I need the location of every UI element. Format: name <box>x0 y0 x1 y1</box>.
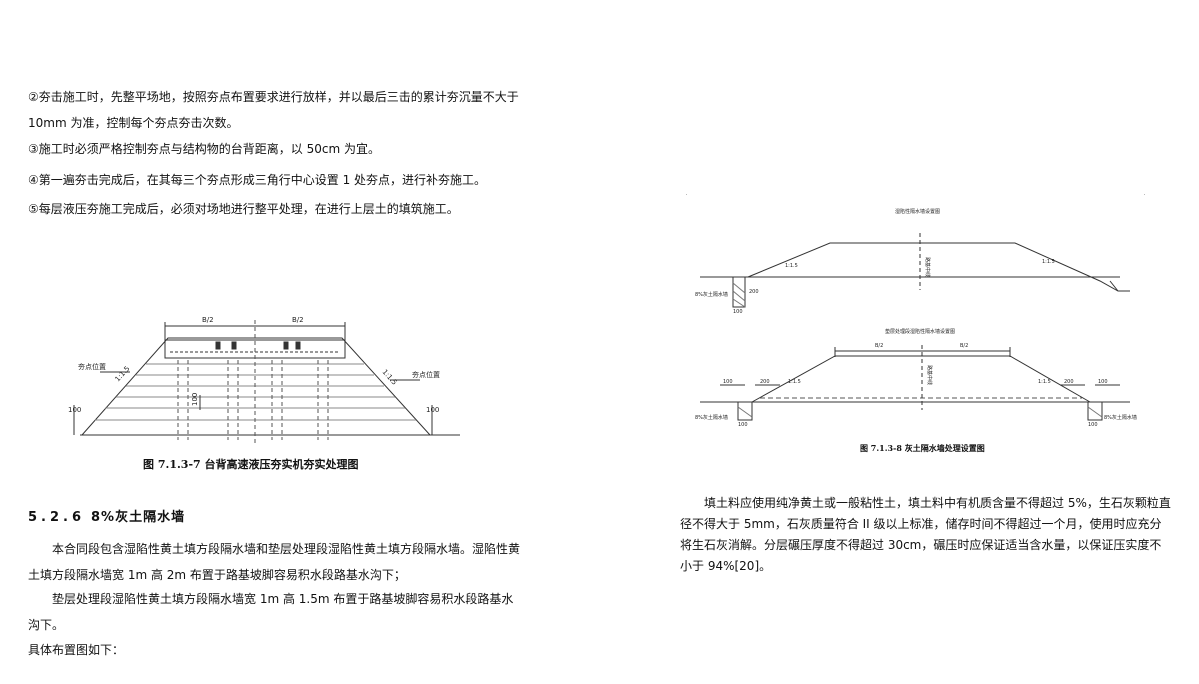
paragraph-1: 本合同段包含湿陷性黄土填方段隔水墙和垫层处理段湿陷性黄土填方段隔水墙。湿陷性黄土… <box>28 542 521 582</box>
fig2-wall-label-1: 8%灰土隔水墙 <box>695 291 728 298</box>
item-2: ②夯击施工时，先整平场地，按照夯点布置要求进行放样，并以最后三击的累计夯沉量不大… <box>28 90 519 130</box>
figure-lime-soil-wall: 湿陷性隔水墙设置图 垫层处理段湿陷性隔水墙设置图 B/2 B/2 1:1.5 1… <box>690 195 1150 460</box>
fig1-top-label-left: B/2 <box>202 316 214 324</box>
fig2-slope-2: 1:1.5 <box>1042 259 1055 265</box>
fig1-slope-left: 1:1.5 <box>114 365 132 384</box>
fig2-dim-7: 200 <box>1064 379 1074 385</box>
figure-hydraulic-tamping-drawing: B/2 B/2 夯点位置 夯点位置 1:1.5 1:1.5 100 100 10… <box>68 316 460 445</box>
fig2-center-label-2: 路基中线 <box>926 365 933 385</box>
fig2-center-label-1: 路基中线 <box>924 257 931 277</box>
fig2-dim-4: 100 <box>738 422 748 428</box>
fig1-dim-center: 100 <box>191 393 199 406</box>
figure-lime-soil-wall-drawing: 湿陷性隔水墙设置图 垫层处理段湿陷性隔水墙设置图 B/2 B/2 1:1.5 1… <box>695 208 1137 428</box>
fig1-dim-right: 100 <box>426 406 439 414</box>
fig2-dim-5: 200 <box>760 379 770 385</box>
paragraph-3: 具体布置图如下： <box>28 643 125 657</box>
fig2-slope-3: 1:1.5 <box>788 379 801 385</box>
figure1-caption: 图 7.1.3-7 台背高速液压夯实机夯实处理图 <box>143 458 359 471</box>
fig1-side-label-left: 夯点位置 <box>78 362 106 371</box>
fig2-dim-2: 100 <box>733 309 743 315</box>
figure2-caption: 图 7.1.3-8 灰土隔水墙处理设置图 <box>860 443 985 453</box>
fig2-dim-1: 200 <box>749 289 759 295</box>
fig2-dim-8: 100 <box>1088 422 1098 428</box>
item-3: ③施工时必须严格控制夯点与结构物的台背距离，以 50cm 为宜。 <box>28 142 380 156</box>
fig2-slope-1: 1:1.5 <box>785 263 798 269</box>
fig2-wall-label-3: 8%灰土隔水墙 <box>1104 414 1137 421</box>
fig2-wall-label-2: 8%灰土隔水墙 <box>695 414 728 421</box>
item-4: ④第一遍夯击完成后，在其每三个夯点形成三角行中心设置 1 处夯点，进行补夯施工。 <box>28 173 487 187</box>
fig1-top-label-right: B/2 <box>292 316 304 324</box>
section-number: 5.2.6 <box>28 510 86 525</box>
fig2-slope-4: 1:1.5 <box>1038 379 1051 385</box>
section-heading: 5.2.6 8%灰土隔水墙 <box>28 506 185 525</box>
fig2-top-label-right: B/2 <box>960 343 968 349</box>
fig2-title-top: 湿陷性隔水墙设置图 <box>895 208 940 215</box>
paragraph-2: 垫层处理段湿陷性黄土填方段隔水墙宽 1m 高 1.5m 布置于路基坡脚容易积水段… <box>28 592 514 632</box>
fig1-dim-left: 100 <box>68 406 81 414</box>
fig2-dim-3: 100 <box>723 379 733 385</box>
right-paragraph: 填土料应使用纯净黄土或一般粘性土，填土料中有机质含量不得超过 5%，生石灰颗粒直… <box>680 496 1171 573</box>
figure-hydraulic-tamping: B/2 B/2 夯点位置 夯点位置 1:1.5 1:1.5 100 100 10… <box>60 300 480 480</box>
section-title: 8%灰土隔水墙 <box>91 510 186 525</box>
fig2-top-label-left: B/2 <box>875 343 883 349</box>
fig2-dim-6: 100 <box>1098 379 1108 385</box>
item-5: ⑤每层液压夯施工完成后，必须对场地进行整平处理，在进行上层土的填筑施工。 <box>28 202 459 216</box>
fig2-title-bottom: 垫层处理段湿陷性隔水墙设置图 <box>885 328 955 335</box>
fig1-side-label-right: 夯点位置 <box>412 370 440 379</box>
